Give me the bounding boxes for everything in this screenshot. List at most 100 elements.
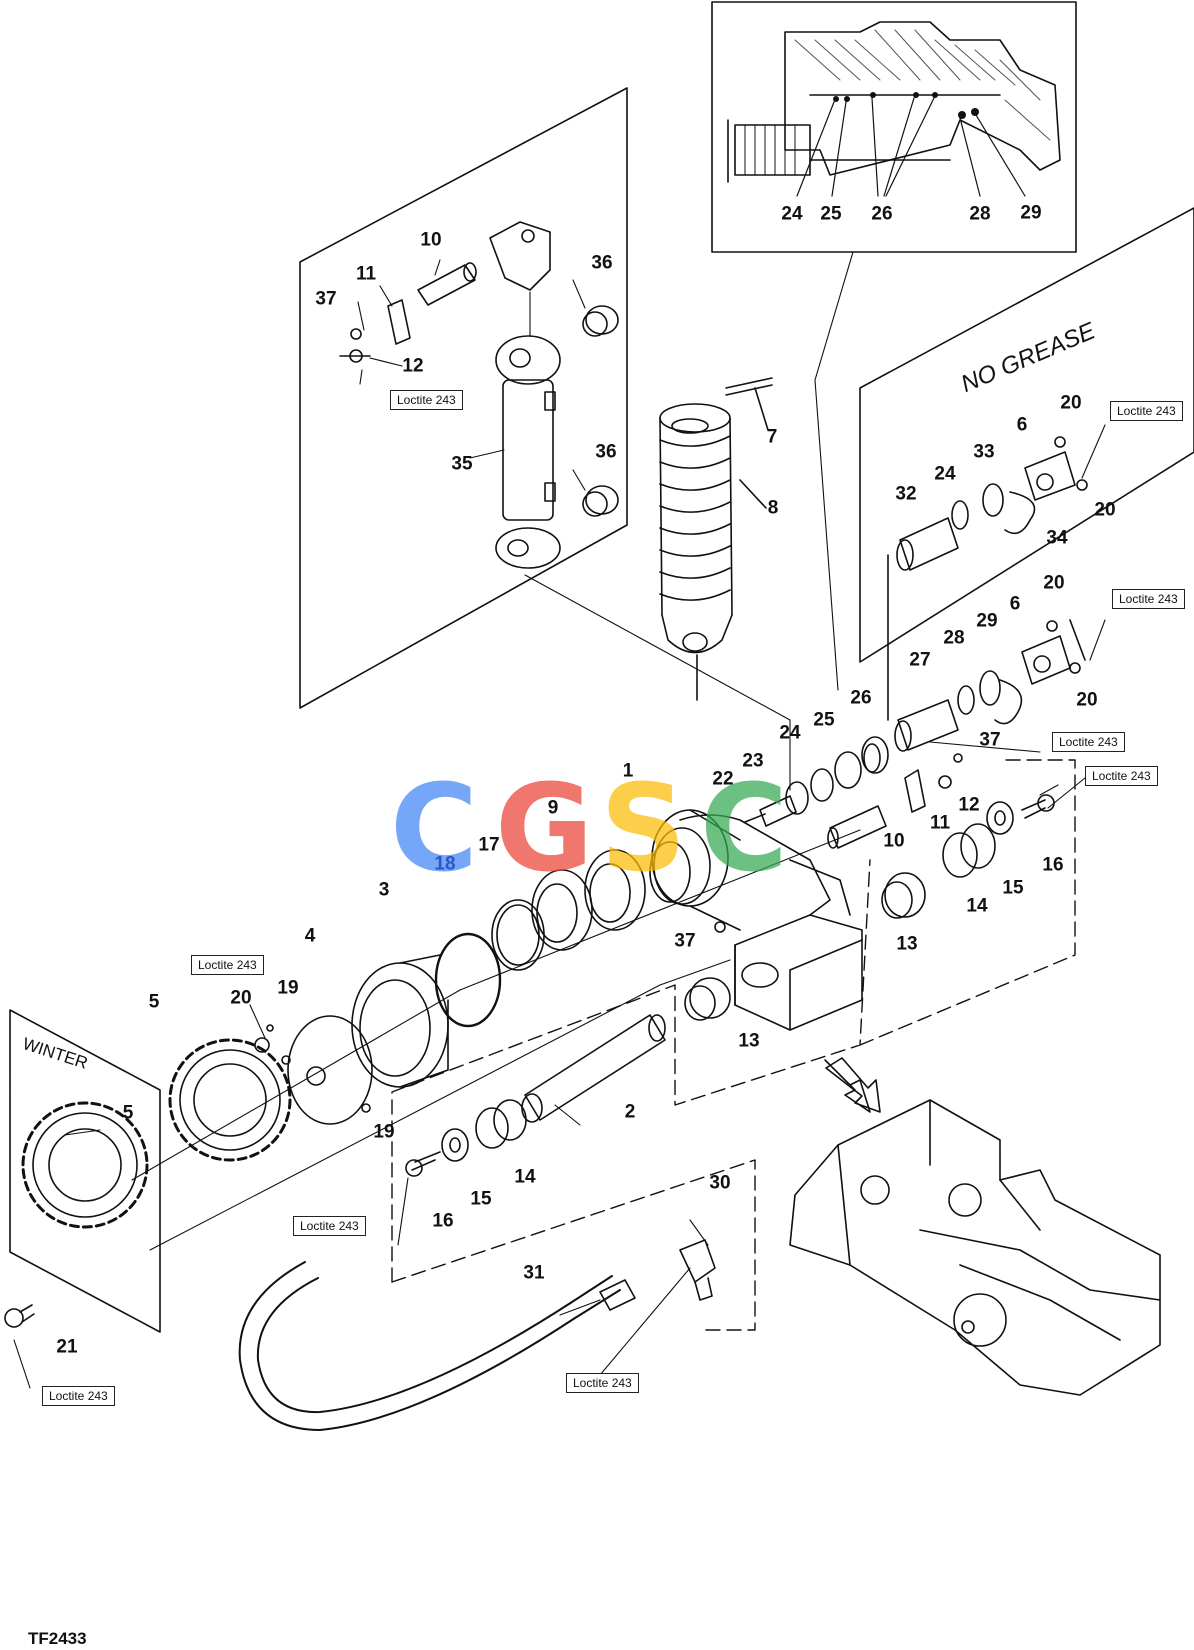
part-label-16: 16 <box>432 1210 454 1232</box>
part-label-26: 26 <box>871 203 893 225</box>
part-label-5: 5 <box>148 991 160 1013</box>
part-label-4: 4 <box>304 925 316 947</box>
part-label-14: 14 <box>966 895 988 917</box>
part-5-winter-sprocket-drawing <box>21 1101 149 1229</box>
part-label-13: 13 <box>738 1030 760 1052</box>
part-16-bolt-drawing <box>405 794 1055 1177</box>
watermark-logo: C G S C <box>390 770 810 890</box>
part-10-pin-drawing <box>417 262 477 306</box>
figure-id: TF2433 <box>28 1629 87 1648</box>
part-label-6: 6 <box>1016 414 1028 436</box>
part-label-37: 37 <box>674 930 696 952</box>
loctite-callout: Loctite 243 <box>42 1386 115 1406</box>
part-label-29: 29 <box>1020 202 1042 224</box>
part-label-7: 7 <box>766 426 778 448</box>
part-label-23: 23 <box>742 750 764 772</box>
part-label-31: 31 <box>523 1262 545 1284</box>
detail-inset-frame <box>711 1 1077 253</box>
cylinder-clevis-drawing <box>489 221 551 291</box>
part-label-20: 20 <box>1043 572 1065 594</box>
part-label-22: 22 <box>712 768 734 790</box>
no-grease-inset-frame <box>859 207 1194 663</box>
cross-section-detail <box>727 21 1061 197</box>
no-grease-parts-drawing <box>887 436 1088 721</box>
part-1-yoke-drawing <box>649 809 863 1031</box>
part-label-11: 11 <box>929 812 951 834</box>
part-14-spacer-drawing <box>475 823 996 1149</box>
part-4-cover-drawing <box>254 1015 373 1125</box>
cylinder-inset-frame <box>299 87 628 709</box>
part-7-rod-drawing <box>725 377 773 509</box>
part-label-28: 28 <box>969 203 991 225</box>
part-18-o-ring-drawing <box>434 932 502 1028</box>
part-label-20: 20 <box>230 987 252 1009</box>
watermark-letter-3: S <box>600 760 687 899</box>
part-5-sprocket-drawing <box>168 1038 292 1162</box>
part-label-20: 20 <box>1060 392 1082 414</box>
part-label-25: 25 <box>820 203 842 225</box>
part-label-19: 19 <box>373 1121 395 1143</box>
part-label-15: 15 <box>1002 877 1024 899</box>
loctite-callout: Loctite 243 <box>566 1373 639 1393</box>
loctite-callout: Loctite 243 <box>1085 766 1158 786</box>
part-label-8: 8 <box>767 497 779 519</box>
part-label-19: 19 <box>277 977 299 999</box>
part-label-27: 27 <box>909 649 931 671</box>
part-label-36: 36 <box>595 441 617 463</box>
watermark-letter-4: C <box>700 760 789 899</box>
part-21-bolt-drawing <box>4 1304 35 1328</box>
part-label-1: 1 <box>622 760 634 782</box>
part-15-washer-drawing <box>441 801 1014 1162</box>
part-label-24: 24 <box>934 463 956 485</box>
part-label-3: 3 <box>378 879 390 901</box>
loctite-callout: Loctite 243 <box>1052 732 1125 752</box>
part-label-18: 18 <box>434 853 456 875</box>
part-label-28: 28 <box>943 627 965 649</box>
part-label-37: 37 <box>979 729 1001 751</box>
winter-inset-frame <box>9 1009 161 1333</box>
part-label-29: 29 <box>976 610 998 632</box>
part-13-bushing-drawing <box>684 872 926 1021</box>
part-37-grease-fitting-drawing <box>714 921 726 933</box>
loctite-callout: Loctite 243 <box>293 1216 366 1236</box>
part-label-12: 12 <box>402 355 424 377</box>
part-label-20: 20 <box>1094 499 1116 521</box>
mid-right-parts-drawing <box>894 619 1086 752</box>
part-8-spring-drawing <box>659 403 733 701</box>
adjuster-pin-drawing <box>744 795 797 827</box>
part-label-24: 24 <box>779 722 801 744</box>
watermark-letter-2: G <box>495 760 594 899</box>
part-label-24: 24 <box>781 203 803 225</box>
hose-fitting-drawing <box>599 1239 716 1311</box>
part-9-bearings-drawing <box>531 849 646 951</box>
part-35-cylinder-drawing <box>495 335 561 569</box>
part-label-9: 9 <box>547 797 559 819</box>
watermark-letter-1: C <box>390 760 479 899</box>
part-label-14: 14 <box>514 1166 536 1188</box>
loctite-callout: Loctite 243 <box>1110 401 1183 421</box>
part-label-32: 32 <box>895 483 917 505</box>
part-label-37: 37 <box>315 288 337 310</box>
part-label-12: 12 <box>958 794 980 816</box>
part-label-15: 15 <box>470 1188 492 1210</box>
right-pin-drawing <box>827 753 963 849</box>
part-label-16: 16 <box>1042 854 1064 876</box>
assembly-leaders <box>13 251 1106 1389</box>
part-label-2: 2 <box>624 1101 636 1123</box>
part-label-10: 10 <box>420 229 442 251</box>
part-label-11: 11 <box>355 263 377 285</box>
part-label-26: 26 <box>850 687 872 709</box>
loctite-callout: Loctite 243 <box>390 390 463 410</box>
part-label-35: 35 <box>451 453 473 475</box>
part-label-13: 13 <box>896 933 918 955</box>
part-label-5: 5 <box>122 1102 134 1124</box>
part-label-10: 10 <box>883 830 905 852</box>
cylinder-inset-leaders <box>357 259 586 491</box>
part-label-36: 36 <box>591 252 613 274</box>
part-label-30: 30 <box>709 1172 731 1194</box>
cylinder-inset-fasteners <box>339 328 371 363</box>
part-label-33: 33 <box>973 441 995 463</box>
part-3-hub-drawing <box>351 954 449 1088</box>
